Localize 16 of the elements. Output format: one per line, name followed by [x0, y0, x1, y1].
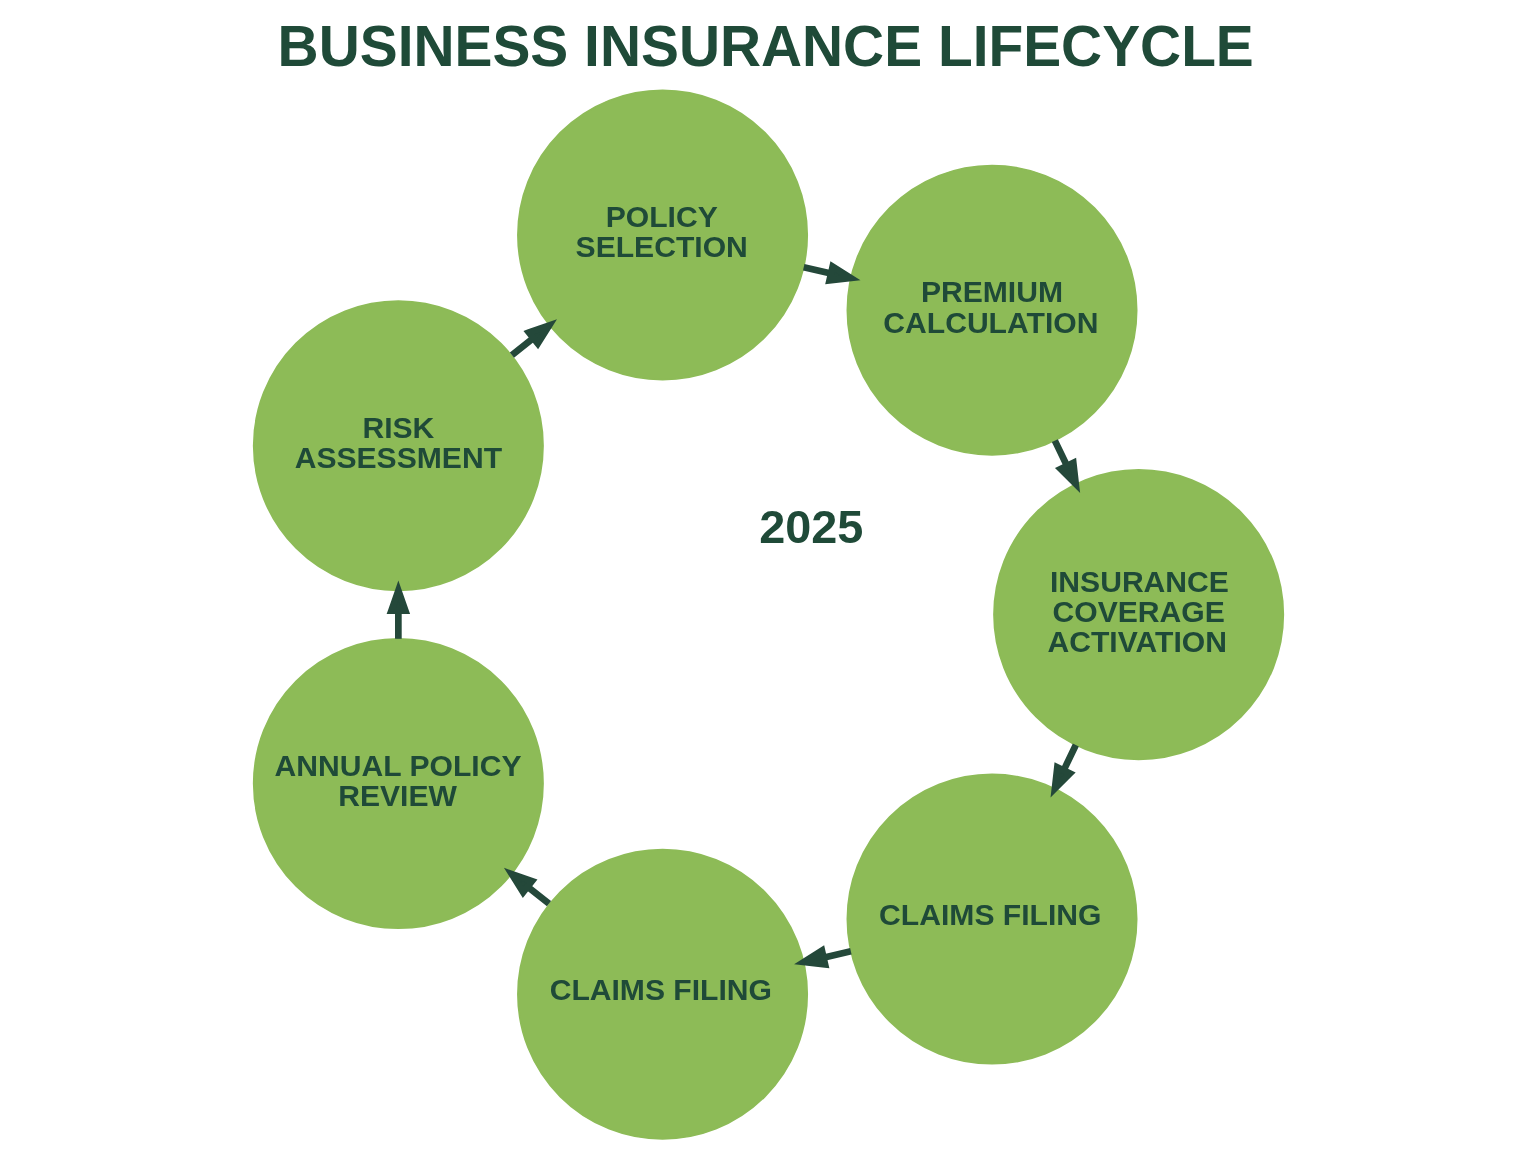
node-circle: CLAIMS FILING [846, 773, 1138, 1065]
arrow [802, 261, 860, 285]
node-circle: PREMIUM CALCULATION [846, 164, 1138, 456]
node-circle: CLAIMS FILING [516, 848, 808, 1140]
arrow [503, 867, 551, 907]
arrow [1050, 743, 1079, 798]
arrow [386, 580, 410, 639]
node-circle: ANNUAL POLICY REVIEW [252, 638, 544, 930]
node-circle: INSURANCE COVERAGE ACTIVATION [992, 469, 1284, 761]
arrow [509, 319, 557, 358]
node-circle: POLICY SELECTION [516, 89, 808, 381]
diagram-title: BUSINESS INSURANCE LIFECYCLE [277, 14, 1254, 78]
node-circle: RISK ASSESSMENT [252, 300, 544, 592]
label: 2025 [758, 500, 863, 553]
arrow [793, 945, 852, 969]
arrow [1051, 439, 1080, 494]
